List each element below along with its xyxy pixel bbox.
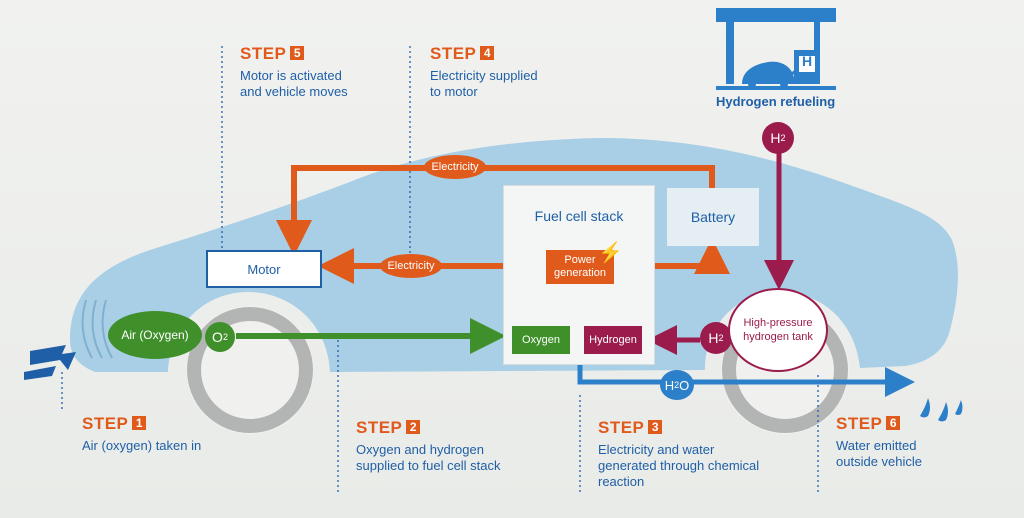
step-4-line-1: Electricity supplied bbox=[430, 68, 538, 83]
step-6-number: 6 bbox=[886, 416, 901, 430]
h2o-text-b: O bbox=[679, 377, 690, 393]
step-5-number: 5 bbox=[290, 46, 305, 60]
step-3-label: STEP bbox=[598, 418, 645, 437]
o2-text: O bbox=[212, 329, 223, 345]
h2o-sub: 2 bbox=[674, 380, 680, 390]
fuel-cell-stack-title: Fuel cell stack bbox=[534, 208, 624, 224]
step-6-line-1: Water emitted bbox=[836, 438, 917, 453]
hydrogen-box: Hydrogen bbox=[584, 326, 642, 354]
motor-box: Motor bbox=[206, 250, 322, 288]
h2-top-text: H bbox=[770, 130, 781, 146]
battery-box: Battery bbox=[667, 188, 759, 246]
power-generation-line-2: generation bbox=[554, 267, 606, 279]
step-2-number: 2 bbox=[406, 420, 421, 434]
step-3-number: 3 bbox=[648, 420, 663, 434]
step-5-line-2: and vehicle moves bbox=[240, 84, 348, 99]
step-4-number: 4 bbox=[480, 46, 495, 60]
step-3-line-3: reaction bbox=[598, 474, 645, 489]
air-intake-arrows bbox=[24, 345, 76, 380]
refueling-station-icon bbox=[716, 8, 836, 90]
step-5-line-1: Motor is activated bbox=[240, 68, 342, 83]
h2-tank-text: H bbox=[708, 330, 719, 346]
electricity-arrow-top bbox=[276, 165, 715, 256]
lightning-icon: ⚡ bbox=[598, 242, 623, 264]
step-5-label: STEP bbox=[240, 44, 287, 63]
oxygen-box: Oxygen bbox=[512, 326, 570, 354]
water-arrow bbox=[577, 365, 915, 397]
tank-line-2: hydrogen tank bbox=[743, 331, 813, 343]
refueling-label: Hydrogen refueling bbox=[716, 94, 836, 109]
step-1-label: STEP bbox=[82, 414, 129, 433]
water-droplets bbox=[920, 398, 963, 422]
step-2-line-1: Oxygen and hydrogen bbox=[356, 442, 484, 457]
o2-sub: 2 bbox=[222, 332, 228, 342]
step-1-number: 1 bbox=[132, 416, 147, 430]
air-oxygen-ellipse: Air (Oxygen) bbox=[108, 311, 202, 359]
power-generation-box: Power generation bbox=[546, 250, 614, 284]
step-3-line-2: generated through chemical bbox=[598, 458, 760, 473]
station-sign-text: H bbox=[801, 53, 813, 69]
step-3-line-1: Electricity and water bbox=[598, 442, 715, 457]
step-6-line-2: outside vehicle bbox=[836, 454, 922, 469]
hydrogen-tank: High-pressure hydrogen tank bbox=[728, 288, 828, 372]
step-1-line-1: Air (oxygen) taken in bbox=[82, 438, 202, 453]
h2-top-sub: 2 bbox=[780, 133, 786, 143]
front-wheel bbox=[186, 306, 314, 434]
power-generation-line-1: Power bbox=[564, 254, 596, 266]
tank-line-1: High-pressure bbox=[743, 317, 813, 329]
h2-tank-sub: 2 bbox=[718, 333, 724, 343]
electricity-label-mid: Electricity bbox=[380, 254, 442, 278]
step-guide-lines bbox=[61, 46, 819, 492]
step-4-line-2: to motor bbox=[430, 84, 478, 99]
step-6-label: STEP bbox=[836, 414, 883, 433]
front-grille bbox=[81, 299, 113, 359]
h2o-text-a: H bbox=[664, 377, 675, 393]
step-2-line-2: supplied to fuel cell stack bbox=[356, 458, 501, 473]
electricity-label-top: Electricity bbox=[424, 155, 486, 179]
step-4-label: STEP bbox=[430, 44, 477, 63]
step-2-label: STEP bbox=[356, 418, 403, 437]
